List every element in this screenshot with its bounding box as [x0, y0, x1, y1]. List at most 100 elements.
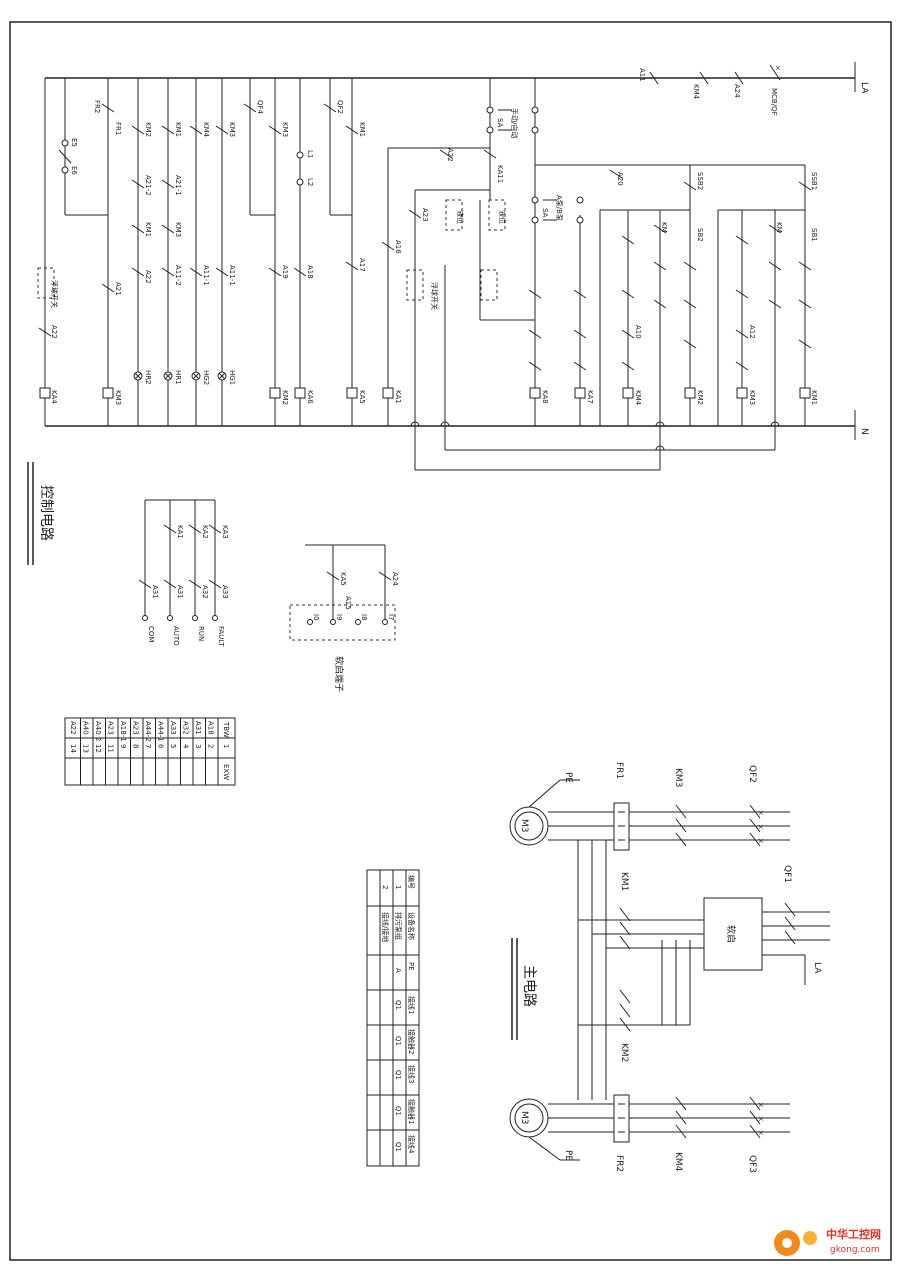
indicator-lamps — [133, 371, 227, 381]
label-a11-2: A11-2 — [174, 265, 182, 286]
relay-wire-4: A33 — [221, 585, 229, 599]
terminal-table-wire: A23 — [132, 721, 140, 735]
tt-header-0: TBW — [222, 721, 230, 738]
label-km-mid1: KM1 — [144, 222, 152, 237]
label-ka4: KA4 — [50, 390, 58, 404]
soft-start-terminals: KA5 A24 A15 I0 I9 I8 I7 软启端子 — [289, 544, 399, 692]
pt-r1-2: A — [394, 968, 402, 973]
pe-bottom: PE — [563, 1150, 573, 1161]
label-sa2: SA — [541, 208, 549, 218]
terminal-table-number: 8 — [132, 744, 140, 748]
watermark-brand: 中华工控网 — [826, 1227, 881, 1241]
label-a23: A23 — [421, 208, 429, 222]
label-l1: L1 — [306, 150, 314, 158]
terminal-table-wire: A33 — [169, 721, 177, 735]
svg-text:×: × — [758, 837, 764, 845]
top-breaker-label: MCB/QF — [770, 88, 778, 116]
power-neutral-label: N — [859, 428, 869, 435]
terminal-table-wire: A44-2 — [144, 721, 152, 742]
label-km3b: KM3 — [281, 122, 289, 137]
qf3-label: QF3 — [747, 1155, 757, 1173]
label-e6: E6 — [70, 166, 78, 175]
main-circuit: 主电路 M3 PE FR1 KM3 × × × QF2 — [509, 762, 830, 1173]
terminal-table-wire: A32 — [182, 721, 190, 735]
label-km-m1: KM — [660, 222, 668, 233]
label-fr1: FR1 — [114, 122, 122, 135]
label-ka7: KA7 — [586, 390, 594, 404]
top-breaker-x: × — [775, 64, 781, 72]
relay-outputs: KA1 KA2 KA3 A31 A31 A32 A33 COM AUTO RUN… — [138, 499, 229, 647]
terminal-table-number: 7 — [144, 744, 152, 748]
label-float3: 液位 — [456, 210, 465, 224]
label-a22: A22 — [144, 270, 152, 284]
top-mcb-label: A24 — [733, 84, 741, 98]
label-sa: SA — [496, 118, 504, 128]
pt-r1-7: Q1 — [394, 1142, 402, 1152]
label-ka11: KA11 — [496, 165, 504, 183]
relay-label-auto: AUTO — [172, 626, 180, 646]
relay-coils — [39, 387, 811, 399]
pt-r2-1: 接线/接地 — [381, 912, 390, 942]
pt-r1-6: Q1 — [394, 1106, 402, 1116]
relay-wire-3: A32 — [201, 585, 209, 599]
terminal-table-number: 13 — [82, 744, 90, 753]
top-wire-label: A11 — [638, 68, 646, 82]
label-hg1: HG1 — [228, 370, 236, 385]
svg-text:×: × — [758, 809, 764, 817]
soft-a24: A24 — [391, 572, 399, 586]
qf1-label: QF1 — [782, 865, 792, 883]
pt-r1-5: Q1 — [394, 1070, 402, 1080]
power-line-label: LA — [859, 82, 869, 94]
pe-top: PE — [563, 772, 573, 783]
soft-a15: A15 — [344, 596, 352, 610]
svg-text:×: × — [758, 1101, 764, 1109]
terminal-table-number: 4 — [182, 744, 190, 749]
branch-columns — [44, 78, 806, 471]
label-float1: 浮球开关 — [50, 280, 59, 308]
label-a19: A19 — [281, 265, 289, 279]
relay-relay-1: KA1 — [176, 525, 184, 539]
label-float4: 液位 — [498, 210, 507, 224]
km4-main-label: KM4 — [673, 1152, 683, 1172]
svg-text:×: × — [758, 823, 764, 831]
label-qf2: QF2 — [336, 100, 344, 114]
label-a22-top: A22 — [446, 148, 454, 162]
terminal-table-number: 14 — [69, 744, 77, 753]
svg-text:×: × — [758, 1129, 764, 1137]
relay-label-run: RUN — [197, 626, 205, 641]
label-ka3: KM3 — [114, 390, 122, 405]
label-ssb1: SSB1 — [810, 172, 818, 190]
label-ka6: KA6 — [306, 390, 314, 404]
control-circuit: LA N A11 KM4 A24 × MCB/QF — [27, 62, 869, 565]
label-km1-coil: KM1 — [810, 390, 818, 405]
switch-symbols — [37, 106, 584, 301]
label-sb2: SB2 — [696, 228, 704, 242]
pt-col-5: 接线3 — [407, 1065, 416, 1083]
label-hr2: HR2 — [144, 370, 152, 385]
tt-header-1: 1 — [222, 744, 230, 748]
pt-r1-1: 排污泵组 — [394, 912, 403, 940]
pt-col-1: 设备名称 — [407, 912, 416, 940]
km1-main-label: KM1 — [619, 872, 629, 891]
terminal-table-number: 5 — [169, 744, 177, 748]
relay-label-fault: FAULT — [217, 626, 225, 647]
label-a16: A16 — [394, 240, 402, 254]
svg-text:×: × — [758, 1115, 764, 1123]
tt-header-2: EXW — [222, 764, 230, 780]
terminal-table-number: 11 — [107, 744, 115, 753]
label-km3: KM3 — [228, 122, 236, 137]
relay-wire-2: A31 — [176, 585, 184, 599]
label-sa-text: 手动/自动 — [510, 108, 519, 138]
pt-r1-3: Q1 — [394, 1000, 402, 1010]
label-a12: A12 — [748, 325, 756, 339]
contacts — [38, 103, 812, 371]
terminal-table-wire: A31 — [194, 721, 202, 735]
label-km4: KM4 — [202, 122, 210, 138]
relay-relay-3: KA3 — [221, 525, 229, 539]
pt-col-0: 编号 — [407, 875, 416, 889]
label-km-m2: KM — [775, 222, 783, 233]
fr1-label: FR1 — [614, 762, 624, 779]
label-a20: A20 — [616, 172, 624, 186]
relay-wire-1: A31 — [151, 585, 159, 599]
label-a10: A10 — [634, 325, 642, 339]
